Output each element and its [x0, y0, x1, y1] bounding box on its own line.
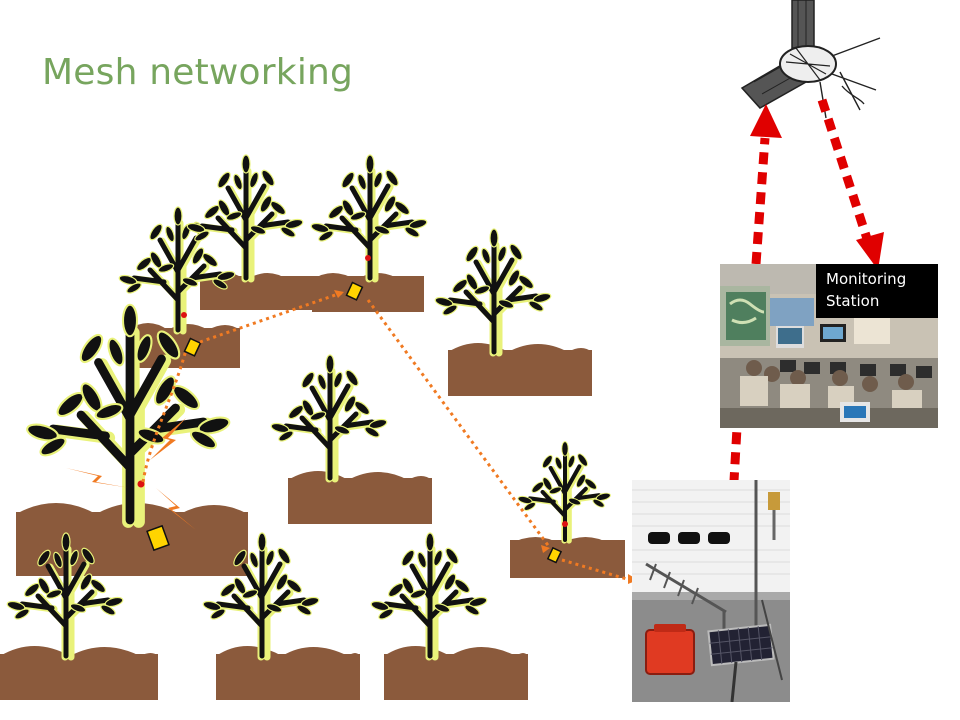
caption-line-1: Monitoring — [826, 270, 907, 288]
soil-mound-10 — [384, 646, 528, 700]
tree-2 — [186, 155, 303, 279]
satellite-arrowhead-up — [750, 104, 782, 138]
sensor-node-2 — [345, 255, 371, 301]
soil-mound-9 — [216, 646, 360, 700]
soil-mound-6 — [16, 503, 248, 576]
field-station-illustration — [632, 480, 790, 702]
sensor-node-1 — [181, 312, 202, 357]
soil-mound-5 — [288, 471, 432, 524]
mesh-link-3 — [366, 299, 552, 549]
satellite-arrowhead-down — [856, 232, 884, 270]
satellite-link-down — [817, 98, 875, 250]
soil-mound-7 — [510, 537, 625, 578]
monitoring-station-photo — [720, 264, 938, 428]
caption-line-2: Station — [826, 292, 880, 310]
signal-bolt-left — [66, 468, 130, 488]
mesh-links — [141, 290, 631, 582]
slide-title: Mesh networking — [42, 52, 354, 93]
tree-4 — [434, 229, 551, 353]
sensor-node-4 — [546, 521, 568, 564]
mesh-link-4 — [561, 558, 631, 582]
mesh-link-1 — [141, 349, 188, 483]
satellite-link-up — [751, 137, 770, 265]
tree-6 — [370, 533, 487, 657]
soil-mound-8 — [0, 646, 158, 700]
mesh-link-2 — [199, 290, 345, 344]
sensor-node-3 — [137, 480, 170, 552]
field-station-photo — [632, 480, 790, 702]
tree-5 — [270, 355, 387, 479]
monitoring-station-caption: Monitoring Station — [816, 264, 938, 318]
mesh-arrowhead-1 — [334, 290, 344, 298]
soil-mound-4 — [448, 343, 592, 396]
signal-bolt-mid — [150, 418, 186, 460]
signal-bolt-low — [156, 488, 196, 530]
mesh-arrowhead-2 — [541, 545, 550, 553]
satellite-icon — [740, 0, 881, 119]
control-room-illustration — [720, 264, 938, 428]
